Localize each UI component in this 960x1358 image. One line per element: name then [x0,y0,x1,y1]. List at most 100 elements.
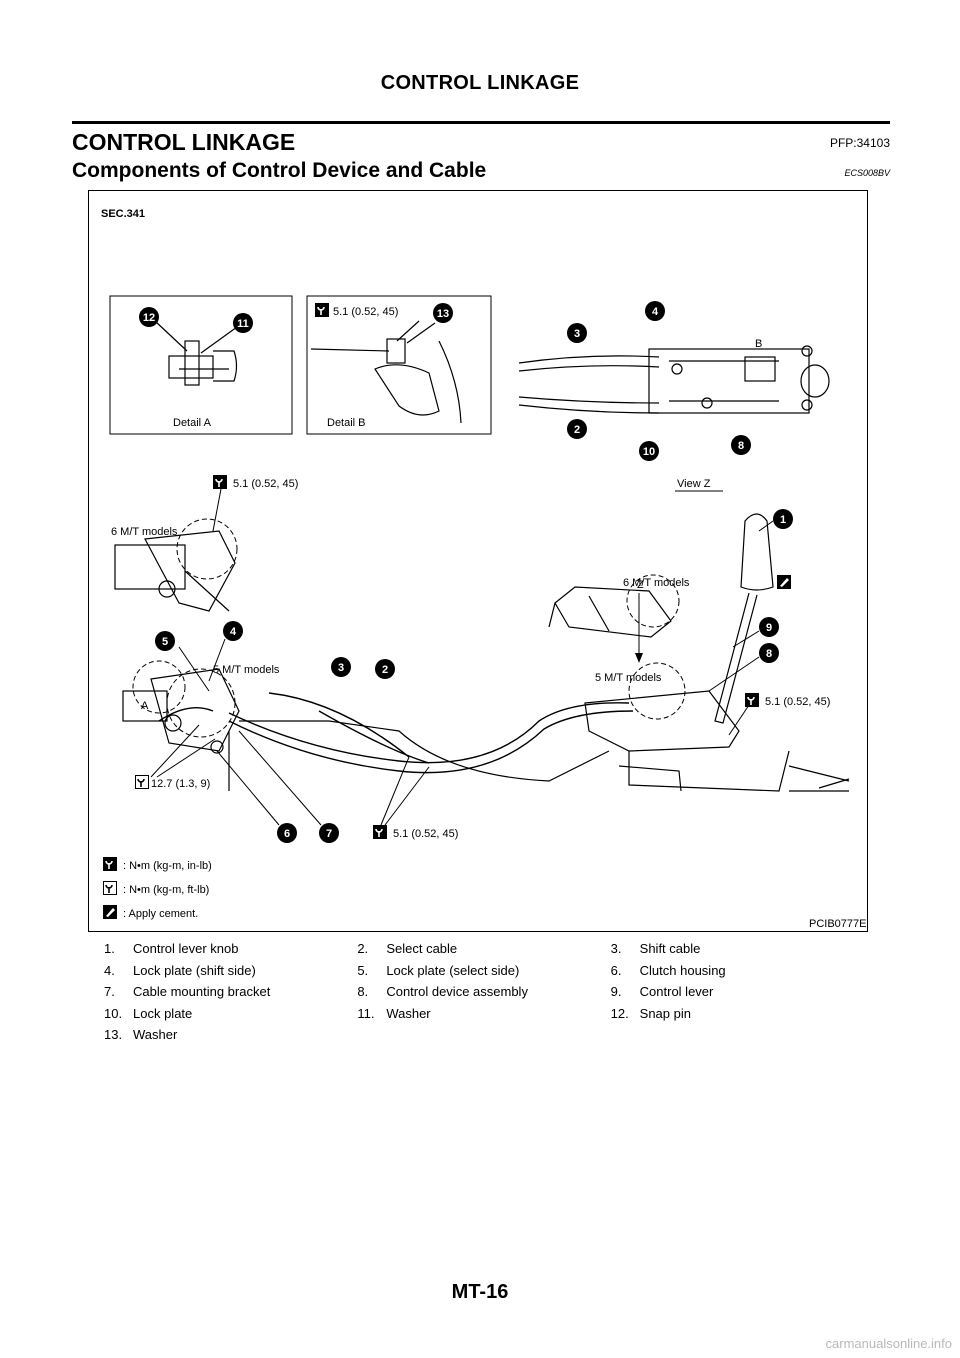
detail-b-drawing [310,320,462,424]
svg-text:8: 8 [766,648,772,660]
page-number: MT-16 [451,1281,509,1303]
floor-line [239,720,610,782]
torque-icon-bottom [372,824,388,840]
callout-2-bottom: 2 [375,659,395,679]
callout-12: 12 [139,307,159,327]
list-item: 5.Lock plate (select side) [357,962,520,978]
callout-6: 6 [277,823,297,843]
sec-number: SEC.341 [101,208,145,220]
list-item: 1.Control lever knob [104,941,239,957]
list-item: 6.Clutch housing [610,962,726,978]
callout-5: 5 [155,631,175,651]
torque-lower-left: 12.7 (1.3, 9) [151,778,210,790]
svg-text:8: 8 [738,440,744,452]
svg-text:3: 3 [574,328,580,340]
control-lever-drawing [714,513,774,724]
svg-text:11: 11 [237,318,249,330]
list-item: 12.Snap pin [610,1005,691,1021]
control-device-drawing [584,690,850,792]
svg-text:6: 6 [284,828,290,840]
list-item: 8.Control device assembly [357,984,528,1000]
detail-b-label: Detail B [327,417,366,429]
list-item: 11.Washer [357,1005,431,1021]
watermark: carmanualsonline.info [825,1336,952,1351]
callout-13: 13 [433,303,453,323]
list-item: 7.Cable mounting bracket [104,984,271,1000]
parts-row: 4.Lock plate (shift side) 5.Lock plate (… [104,960,864,982]
page-header-title: CONTROL LINKAGE [380,72,580,94]
callout-10: 10 [639,441,659,461]
subsection-title: Components of Control Device and Cable [72,159,487,182]
svg-text:7: 7 [326,828,332,840]
callout-3-top: 3 [567,323,587,343]
subsection-code: ECS008BV [844,168,890,178]
torque-icon-upper-left [212,474,228,490]
callout-11: 11 [233,313,253,333]
legend-cement: : Apply cement. [123,908,198,920]
callout-2-top: 2 [567,419,587,439]
model-5mt-left: 5 M/T models [213,664,280,676]
label-b: B [755,338,762,350]
list-item: 3.Shift cable [610,941,701,957]
legend-icon-cement [103,905,117,919]
transmission-6mt-drawing [114,530,236,612]
circle-5mt-right [628,662,686,720]
legend-icon-inlb [102,856,118,872]
label-z: Z [637,579,644,591]
svg-text:2: 2 [574,424,580,436]
parts-row: 13.Washer [104,1024,864,1046]
svg-text:12: 12 [143,312,155,324]
label-a: A [141,700,149,712]
section-code: PFP:34103 [829,136,890,150]
list-item: 9.Control lever [610,984,714,1000]
torque-detail-b: 5.1 (0.52, 45) [333,306,398,318]
circle-6mt-left [176,518,238,580]
svg-text:4: 4 [230,626,237,638]
list-item: 13.Washer [104,1027,178,1043]
torque-upper-left: 5.1 (0.52, 45) [233,478,298,490]
model-6mt-right: 6 M/T models [623,577,690,589]
list-item: 2.Select cable [357,941,458,957]
detail-a-box [109,295,293,435]
cement-icon [777,575,791,589]
view-z-drawing [518,345,830,414]
parts-row: 10.Lock plate 11.Washer 12.Snap pin [104,1003,864,1025]
cables [158,692,634,774]
svg-text:3: 3 [338,662,344,674]
svg-text:1: 1 [780,514,786,526]
list-item: 10.Lock plate [104,1005,193,1021]
list-item: 4.Lock plate (shift side) [104,962,256,978]
legend-nm-inlb: : N•m (kg-m, in-lb) [123,860,212,872]
callout-3-bottom: 3 [331,657,351,677]
leader-upper-left [212,488,222,532]
torque-icon-detail-b [314,302,330,318]
callout-7: 7 [319,823,339,843]
svg-text:5: 5 [162,636,168,648]
model-5mt-right: 5 M/T models [595,672,662,684]
parts-row: 7.Cable mounting bracket 8.Control devic… [104,981,864,1003]
svg-text:13: 13 [437,308,449,320]
torque-icon-right [744,692,760,708]
view-z-label: View Z [677,478,711,490]
section-title: CONTROL LINKAGE [72,129,296,155]
svg-text:10: 10 [643,446,655,458]
callout-1: 1 [773,509,793,529]
model-6mt-left: 6 M/T models [111,526,178,538]
control-6mt-drawing [548,586,672,638]
detail-b-box [306,295,492,435]
detail-a-label: Detail A [173,417,212,429]
svg-text:2: 2 [382,664,388,676]
torque-right: 5.1 (0.52, 45) [765,696,830,708]
callout-4-bottom: 4 [223,621,243,641]
legend-icon-ftlb [102,880,118,896]
callout-9: 9 [759,617,779,637]
callout-8-top: 8 [731,435,751,455]
svg-text:9: 9 [766,622,772,634]
callout-8-bottom: 8 [759,643,779,663]
parts-list: 1.Control lever knob 2.Select cable 3.Sh… [104,938,864,1046]
parts-row: 1.Control lever knob 2.Select cable 3.Sh… [104,938,864,960]
header-rule [72,121,890,124]
transmission-5mt-drawing [122,668,240,791]
torque-icon-lower-left [134,774,150,790]
figure-id: PCIB0777E [809,918,866,930]
